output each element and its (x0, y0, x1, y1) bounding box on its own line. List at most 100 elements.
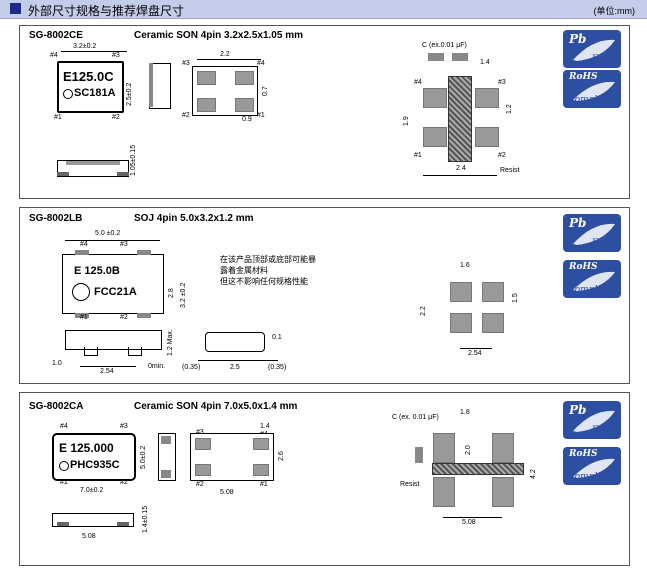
dim-height: 2.5±0.2 (126, 82, 133, 106)
land-pad (492, 433, 514, 463)
pin-label-1: #1 (60, 479, 68, 486)
pad (195, 438, 211, 450)
dim-lead: 2.8 (168, 288, 175, 298)
pin-label-3: #3 (112, 52, 120, 59)
logo-pb-text: Pb (569, 32, 587, 46)
pin-label-4: #4 (60, 423, 68, 430)
pin-label-1: #1 (414, 152, 422, 159)
land-pad (492, 477, 514, 507)
dim-line (460, 348, 492, 349)
section-title: 外部尺寸规格与推荐焊盘尺寸 (28, 4, 185, 18)
dim-land-height: 2.0 (465, 445, 472, 455)
dim-line (197, 59, 261, 60)
dim-line (65, 240, 160, 241)
pin-label-1: #1 (257, 112, 265, 119)
land-pad (450, 282, 472, 302)
note-line-2: 露着金属材料 (220, 266, 268, 275)
dim-land-height: 1.2 (506, 104, 513, 114)
logo-free-text: Free (591, 54, 615, 65)
logo-compliant-text: Compliant (567, 95, 615, 105)
pin-label-3: #3 (498, 79, 506, 86)
pb-free-logo: Pb Free (563, 214, 621, 252)
dim-width: 7.0±0.2 (80, 487, 104, 494)
dim-side-2: 2.5 (230, 364, 240, 371)
pin-label-4: #4 (414, 79, 422, 86)
land-pad (482, 282, 504, 302)
pin-label-2: #2 (498, 152, 506, 159)
model-description: Ceramic SON 4pin 3.2x2.5x1.05 mm (134, 30, 303, 41)
dim-width: 5.0 ±0.2 (95, 230, 121, 237)
capacitor-icon (428, 53, 444, 61)
chip-profile-view (65, 330, 162, 356)
dim-land-pitch: 5.08 (462, 519, 476, 526)
dim-height: 5.0±0.2 (140, 445, 147, 469)
pin-label-1: #1 (54, 114, 62, 121)
dim-side-3: (0.35) (268, 364, 287, 371)
chip-marking-2: FCC21A (94, 286, 137, 298)
dim-a: 1.0 (52, 360, 62, 367)
pad (253, 438, 269, 450)
rohs-logo: RoHS Compliant (563, 70, 621, 108)
dim-land-width: 1.8 (460, 409, 470, 416)
model-name: SG-8002LB (29, 213, 83, 224)
pin-label-2: #2 (120, 314, 128, 321)
dim-pad-height: 2.6 (278, 451, 285, 461)
chip-marking-1: E 125.000 (59, 441, 114, 455)
dim-pad-gap: 2.2 (220, 51, 230, 58)
dim-profile-pitch: 5.08 (82, 533, 96, 540)
resist-label: Resist (500, 167, 520, 174)
pad (195, 464, 211, 476)
pin-label-2: #2 (182, 112, 190, 119)
dim-omin: 0min. (148, 363, 166, 370)
chip-marking-2: PHC935C (70, 459, 120, 471)
chip-marking-1: E125.0C (63, 69, 114, 84)
note-line-1: 在该产品顶部或底部可能暴 (220, 255, 316, 264)
chip-side-view (158, 433, 176, 481)
pad (197, 98, 216, 112)
dim-land-width: 2.4 (456, 165, 466, 172)
dim-line (80, 366, 136, 367)
land-pad (482, 313, 504, 333)
panel-sg8002ce: SG-8002CE Ceramic SON 4pin 3.2x2.5x1.05 … (19, 25, 630, 199)
dim-height: 3.2 ±0.2 (180, 282, 187, 308)
dim-pad-height: 0.7 (262, 86, 269, 96)
logo-rohs-text: RoHS (569, 262, 598, 272)
dim-land-vertical: 2.2 (420, 306, 427, 316)
pin-label-3: #3 (120, 241, 128, 248)
logo-pb-text: Pb (569, 216, 587, 230)
land-pad (433, 433, 455, 463)
dim-land-width: 1.6 (460, 262, 470, 269)
resist-area (448, 76, 472, 162)
land-pad (475, 127, 499, 147)
dim-pad-width: 1.4 (260, 423, 270, 430)
pb-free-logo: Pb Free (563, 401, 621, 439)
pin-label-1: #1 (260, 481, 268, 488)
dim-s: 0.1 (272, 334, 282, 341)
chip-bottom-view (190, 433, 274, 481)
pin-label-4: #4 (80, 241, 88, 248)
chip-top-view: E 125.000 PHC935C (52, 433, 136, 481)
chip-marking-2: SC181A (74, 87, 116, 99)
pin1-marker-icon (63, 89, 73, 99)
dim-thickness: 1.4±0.15 (142, 505, 149, 533)
unit-label: (单位:mm) (593, 6, 636, 16)
land-pad (450, 313, 472, 333)
pin-label-2: #2 (196, 481, 204, 488)
pin1-marker-icon (59, 461, 69, 471)
pin-label-2: #2 (120, 479, 128, 486)
dim-pitch: 5.08 (220, 489, 234, 496)
logo-rohs-text: RoHS (569, 449, 598, 459)
dim-line (423, 175, 497, 176)
pad (235, 98, 254, 112)
resist-area (432, 463, 524, 475)
panel-sg8002lb: SG-8002LB SOJ 4pin 5.0x3.2x1.2 mm 5.0 ±0… (19, 207, 630, 384)
logo-compliant-text: Compliant (567, 285, 615, 295)
land-pad (423, 127, 447, 147)
dim-thickness: 1.2 Max. (167, 329, 174, 356)
dim-line (443, 517, 502, 518)
logo-compliant-text: Compliant (567, 472, 615, 482)
pin-label-4: #4 (257, 60, 265, 67)
pin-label-3: #3 (120, 423, 128, 430)
dim-thickness: 1.05±0.15 (130, 144, 137, 176)
pb-free-logo: Pb Free (563, 30, 621, 68)
